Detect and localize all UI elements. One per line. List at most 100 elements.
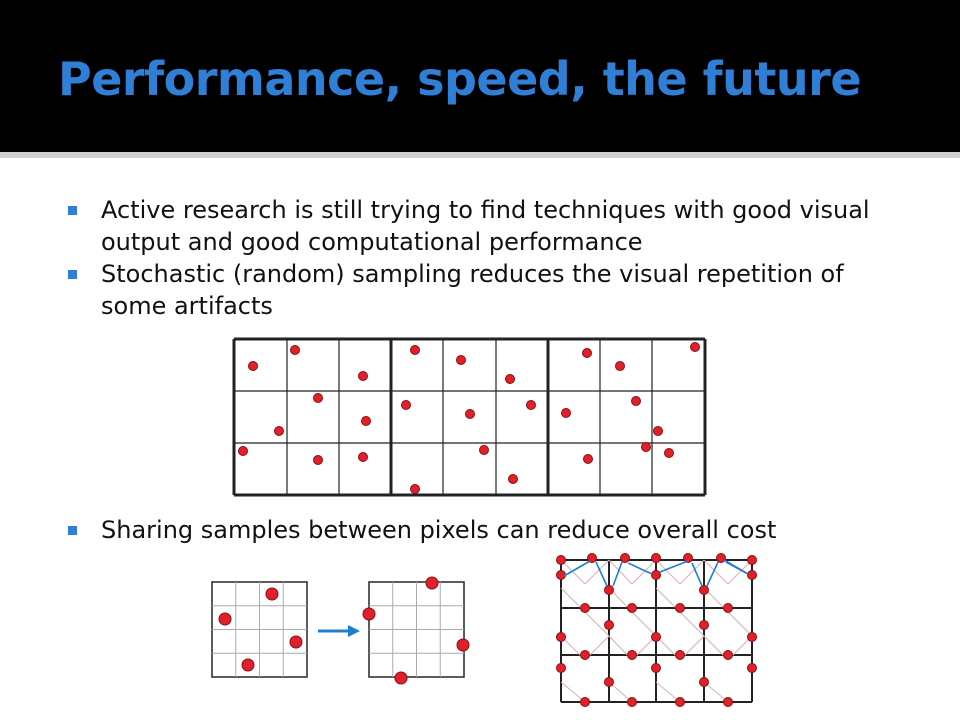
sample-point [508,474,518,484]
sample-point [615,361,625,371]
mesh-edge [679,611,705,637]
shared-sample-point [699,620,709,630]
mesh-edge [608,681,633,703]
bullet-marker [68,270,77,279]
sample-point [653,426,663,436]
shared-sample-point [683,553,693,563]
share-arrow [659,560,689,573]
sample-point [313,455,323,465]
shared-sample-point [627,603,637,613]
bullet-2: Stochastic (random) sampling reduces the… [68,258,901,322]
sample-point [394,671,408,685]
shared-sample-point [675,650,685,660]
share-arrow [627,562,653,575]
mesh-edge [655,681,681,703]
shared-sample-point [747,570,757,580]
mesh-edge [560,681,586,703]
shared-sample-point [604,585,614,595]
shared-sample-point [716,553,726,563]
shared-sample-point [675,697,685,707]
sample-point [248,361,258,371]
sample-point [690,342,700,352]
mesh-edge [703,681,729,703]
bullet-1: Active research is still trying to find … [68,194,901,258]
sample-point [290,345,300,355]
mesh-edge [608,559,633,585]
shared-sample-point [723,697,733,707]
shared-sample-point [651,663,661,673]
mesh-edge [560,559,586,585]
title-bar [0,0,960,152]
sample-point [358,452,368,462]
sample-point [401,400,411,410]
shared-sample-point [699,677,709,687]
sample-point [358,371,368,381]
shared-sample-point [723,603,733,613]
sample-point [313,393,323,403]
bullet-2-text: Stochastic (random) sampling reduces the… [101,260,844,320]
sample-point [479,445,489,455]
share-arrow [706,561,719,587]
mesh-edge [679,559,705,585]
sample-point [526,400,536,410]
bullet-1-text: Active research is still trying to find … [101,196,870,256]
shared-sample-point [620,553,630,563]
shared-sample-point [604,677,614,687]
share-arrow [595,561,608,587]
shared-sample-point [747,632,757,642]
mesh-edge [584,611,610,637]
mesh-edge [631,559,657,585]
arrow-icon [348,625,360,637]
sample-point [410,484,420,494]
shared-sample-point [651,570,661,580]
mesh-edge [703,559,729,585]
bullet-3: Sharing samples between pixels can reduc… [68,514,776,546]
mesh-edge [727,559,753,585]
shared-sample-point [675,603,685,613]
shared-sample-point [699,585,709,595]
sample-point [664,448,674,458]
shared-sample-point [627,697,637,707]
sample-point [465,409,475,419]
shared-sample-point [580,697,590,707]
sample-point [561,408,571,418]
mesh-edge [655,559,681,585]
sample-point [410,345,420,355]
mesh-edge [727,611,753,637]
sample-point [361,416,371,426]
shared-sample-point [747,555,757,565]
shared-sample-point [651,632,661,642]
shared-sample-point [723,650,733,660]
slide-title: Performance, speed, the future [58,52,862,106]
sample-point [218,612,232,626]
sample-point [583,454,593,464]
mesh-edge [631,611,657,637]
share-arrow [612,561,623,587]
mesh-edge [584,559,610,585]
share-arrow [725,561,749,575]
sample-point [582,348,592,358]
shared-sample-point [580,650,590,660]
sample-point [274,426,284,436]
sample-point [631,396,641,406]
bullet-marker [68,206,77,215]
shared-sample-point [747,663,757,673]
shared-sample-point [556,663,566,673]
sample-point [265,587,279,601]
sample-point [456,355,466,365]
sample-point [362,607,376,621]
shared-sample-point [651,553,661,563]
shared-sample-point [556,632,566,642]
shared-sample-point [627,650,637,660]
shared-sample-point [580,603,590,613]
sample-point [425,576,439,590]
sample-point [505,374,515,384]
bullet-marker [68,526,77,535]
sample-point [456,638,470,652]
sample-point [289,635,303,649]
shared-sample-point [556,555,566,565]
title-divider [0,152,960,158]
share-arrow [563,560,591,577]
